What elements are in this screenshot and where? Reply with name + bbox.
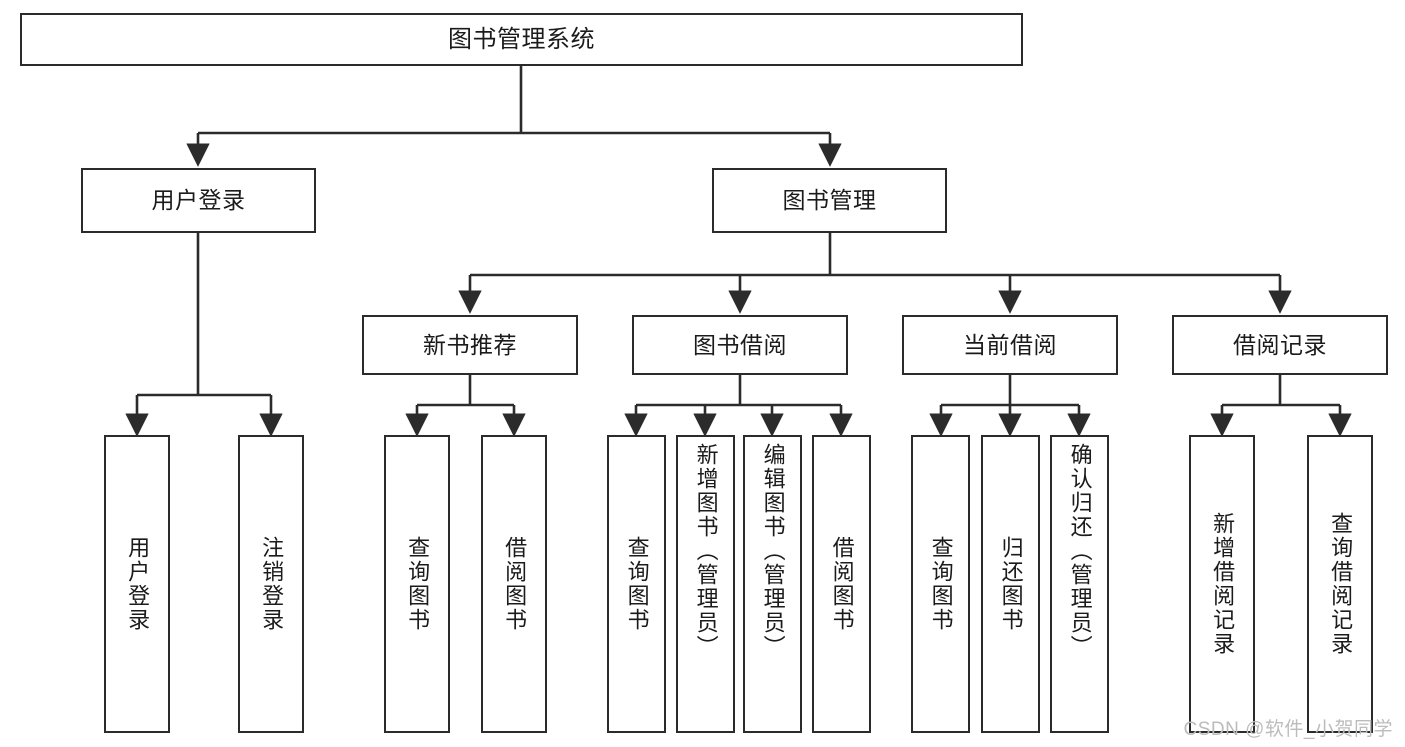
leaf-label: 查询图书 xyxy=(405,536,431,632)
node-label: 用户登录 xyxy=(151,187,246,214)
leaf-book-borrow-edit-book[interactable]: 编辑图书（管理员） xyxy=(743,435,802,733)
node-label: 图书借阅 xyxy=(693,331,787,358)
leaf-label: 查询借阅记录 xyxy=(1328,512,1354,656)
leaf-book-borrow-query-book[interactable]: 查询图书 xyxy=(607,435,666,733)
leaf-label: 编辑图书（管理员） xyxy=(760,443,786,659)
leaf-label: 查询图书 xyxy=(624,536,650,632)
leaf-current-borrow-query-book[interactable]: 查询图书 xyxy=(911,435,970,733)
node-root-book-management-system[interactable]: 图书管理系统 xyxy=(20,13,1023,66)
node-label: 图书管理系统 xyxy=(448,25,595,53)
leaf-label: 新增图书（管理员） xyxy=(693,443,719,659)
leaf-label: 归还图书 xyxy=(998,536,1024,632)
leaf-new-book-borrow-book[interactable]: 借阅图书 xyxy=(481,435,547,733)
node-label: 图书管理 xyxy=(782,187,877,214)
leaf-label: 注销登录 xyxy=(259,536,285,632)
leaf-label: 借阅图书 xyxy=(502,536,528,632)
leaf-label: 用户登录 xyxy=(125,536,151,632)
node-label: 借阅记录 xyxy=(1233,331,1327,358)
node-new-book-recommend[interactable]: 新书推荐 xyxy=(362,315,578,375)
node-borrow-record[interactable]: 借阅记录 xyxy=(1172,315,1388,375)
leaf-book-borrow-add-book[interactable]: 新增图书（管理员） xyxy=(676,435,735,733)
leaf-label: 查询图书 xyxy=(928,536,954,632)
leaf-borrow-record-query-record[interactable]: 查询借阅记录 xyxy=(1307,435,1373,733)
leaf-new-book-query-book[interactable]: 查询图书 xyxy=(384,435,450,733)
leaf-label: 确认归还（管理员） xyxy=(1067,443,1093,659)
node-book-management[interactable]: 图书管理 xyxy=(712,168,947,233)
leaf-borrow-record-add-record[interactable]: 新增借阅记录 xyxy=(1189,435,1255,733)
csdn-watermark: CSDN @软件_小贺同学 xyxy=(1183,719,1393,740)
leaf-user-login-logout[interactable]: 注销登录 xyxy=(238,435,304,733)
leaf-current-borrow-confirm-return[interactable]: 确认归还（管理员） xyxy=(1050,435,1109,733)
leaf-current-borrow-return-book[interactable]: 归还图书 xyxy=(981,435,1040,733)
node-user-login[interactable]: 用户登录 xyxy=(81,168,316,233)
leaf-user-login-login[interactable]: 用户登录 xyxy=(104,435,170,733)
node-book-borrow[interactable]: 图书借阅 xyxy=(632,315,848,375)
leaf-label: 新增借阅记录 xyxy=(1210,512,1236,656)
leaf-label: 借阅图书 xyxy=(829,536,855,632)
leaf-book-borrow-borrow-book[interactable]: 借阅图书 xyxy=(812,435,871,733)
node-label: 当前借阅 xyxy=(963,331,1057,358)
node-current-borrow[interactable]: 当前借阅 xyxy=(902,315,1118,375)
node-label: 新书推荐 xyxy=(423,331,517,358)
